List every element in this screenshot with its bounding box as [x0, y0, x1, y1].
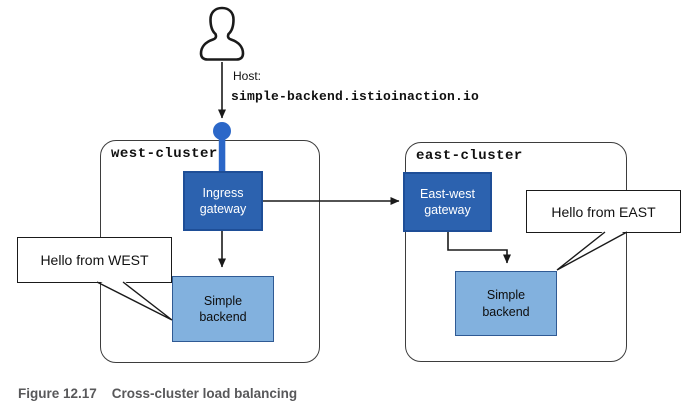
ingress-point-link: [218, 131, 226, 175]
figure-number: Figure 12.17: [18, 386, 97, 401]
arrow-eastwest-to-east-backend: [447, 232, 511, 264]
callout-west-tail: [96, 280, 173, 321]
west-cluster-label: west-cluster: [111, 146, 218, 162]
callout-west: Hello from WEST: [17, 237, 172, 283]
west-simple-backend-node: Simple backend: [172, 276, 274, 342]
person-icon: [199, 6, 245, 61]
east-cluster-label: east-cluster: [416, 148, 523, 164]
east-west-gateway-node: East-west gateway: [403, 172, 492, 232]
figure-title: Cross-cluster load balancing: [111, 386, 298, 401]
host-label: Host:: [233, 69, 262, 83]
host-value: simple-backend.istioinaction.io: [231, 89, 480, 104]
callout-east: Hello from EAST: [526, 190, 681, 233]
figure-caption: Figure 12.17 Cross-cluster load balancing: [18, 386, 297, 401]
east-simple-backend-node: Simple backend: [455, 271, 557, 336]
ingress-gateway-node: Ingress gateway: [183, 171, 263, 231]
callout-east-tail: [556, 230, 628, 271]
ingress-point-dot: [213, 122, 231, 140]
east-cluster-box: [405, 142, 627, 362]
